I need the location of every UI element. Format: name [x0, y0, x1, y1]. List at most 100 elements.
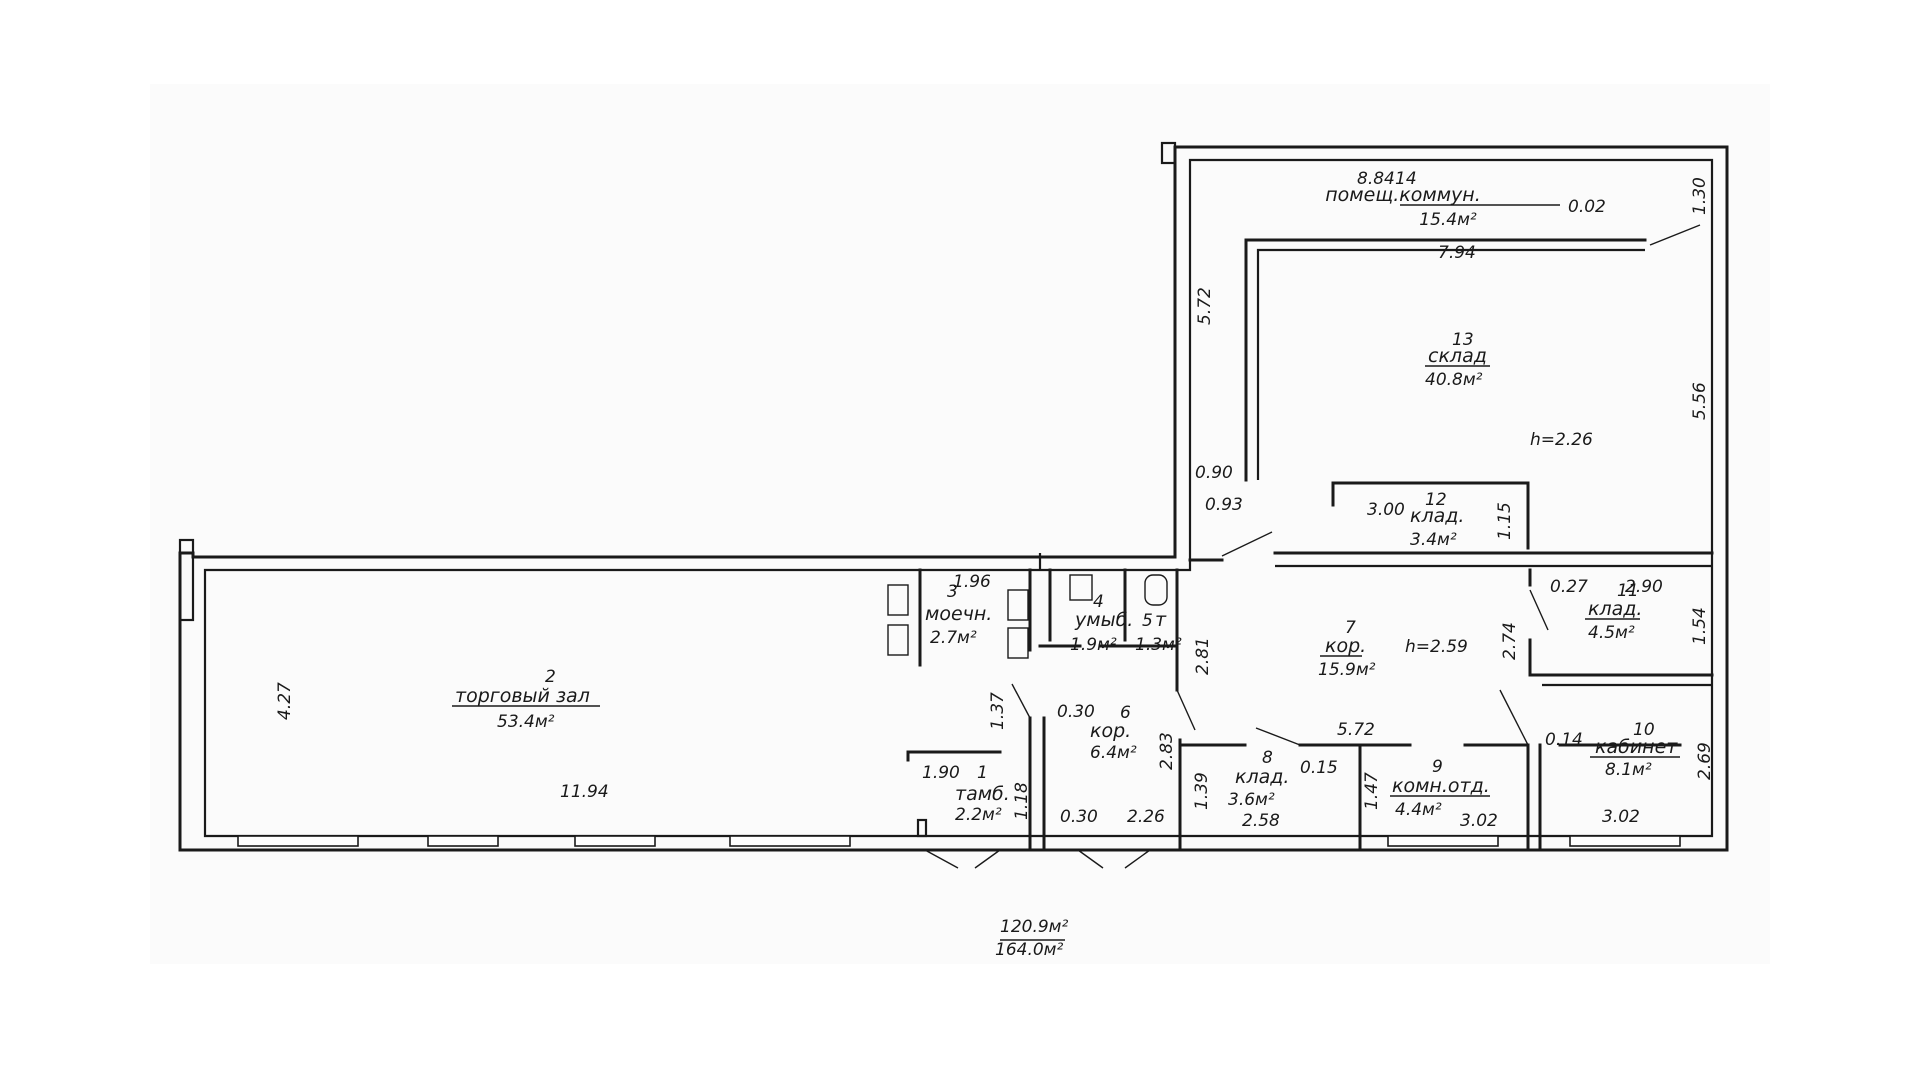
dim-3-02-b: 3.02 [1602, 807, 1640, 827]
room-10-number: 10 [1633, 720, 1655, 740]
door-corridor-7 [1176, 689, 1196, 731]
entrance-door-1 [924, 849, 1001, 869]
dim-1-18: 1.18 [1012, 782, 1032, 820]
dim-1-15: 1.15 [1495, 502, 1515, 540]
dim-0-30-bottom: 0.30 [1060, 807, 1098, 827]
walls [178, 141, 1729, 869]
totals: 120.9м² 164.0м² [995, 917, 1068, 960]
door-room-8 [1255, 727, 1301, 746]
dim-5-72-horiz: 5.72 [1337, 720, 1375, 740]
closet-11-wall [1528, 568, 1714, 677]
room-2-area: 53.4м² [497, 712, 555, 732]
left-pillar [178, 538, 195, 622]
room-12-number: 12 [1425, 490, 1447, 510]
room-14-name: помещ.коммун. [1325, 184, 1480, 206]
height-corridor: h=2.59 [1405, 637, 1468, 657]
dim-3-02-a: 3.02 [1460, 811, 1498, 831]
room-5-area: 1.3м² [1135, 635, 1182, 655]
room-14-area: 15.4м² [1419, 210, 1477, 230]
dim-1-96: 1.96 [953, 572, 991, 592]
outer-wall-inner-face [203, 158, 1714, 838]
label-underlines [452, 204, 1680, 941]
dim-5-56: 5.56 [1690, 382, 1710, 420]
vestibule-top [906, 750, 1002, 762]
room-13-number: 13 [1452, 330, 1474, 350]
room-5-number: 5 [1142, 611, 1153, 631]
room-6-area: 6.4м² [1090, 743, 1137, 763]
dim-2-81: 2.81 [1193, 637, 1213, 675]
window-1 [237, 835, 359, 847]
window-5 [1387, 835, 1499, 847]
dim-0-30-top: 0.30 [1057, 702, 1095, 722]
dim-5-72-vert: 5.72 [1195, 287, 1215, 325]
dim-2-90: 2.90 [1625, 577, 1663, 597]
room-8-name: клад. [1235, 766, 1289, 788]
drawing-sheet [150, 84, 1770, 964]
door-room-11 [1529, 589, 1549, 631]
partition-room-14 [1244, 238, 1647, 482]
dim-0-90: 0.90 [1195, 463, 1233, 483]
room-11-number: 11 [1617, 581, 1639, 601]
door-room-9 [1499, 689, 1529, 746]
window-2 [427, 835, 499, 847]
dim-0-15: 0.15 [1300, 758, 1338, 778]
room-2-name: торговый зал [455, 685, 590, 707]
dim-0-02: 0.02 [1568, 197, 1606, 217]
room-8-area: 3.6м² [1228, 790, 1275, 810]
room-10-area: 8.1м² [1605, 760, 1652, 780]
sink-icons [887, 574, 1168, 659]
room-labels: 2 торговый зал 53.4м² 1 тамб. 2.2м² 3 мо… [455, 169, 1678, 825]
room-1-area: 2.2м² [955, 805, 1002, 825]
room-4-name: умыб. [1074, 609, 1133, 631]
room-12-name: клад. [1410, 505, 1464, 527]
dim-3-00: 3.00 [1367, 500, 1405, 520]
room-6-number: 6 [1120, 703, 1131, 723]
total-living-area: 120.9м² [1000, 917, 1068, 937]
room-10-name: кабинет [1595, 736, 1678, 758]
dim-11-94: 11.94 [560, 782, 609, 802]
room-8-number: 8 [1262, 748, 1273, 768]
dim-2-74: 2.74 [1500, 622, 1520, 660]
dim-7-94: 7.94 [1438, 243, 1476, 263]
door-room-14 [1649, 224, 1701, 246]
total-area: 164.0м² [995, 940, 1063, 960]
room-7-number: 7 [1345, 618, 1356, 638]
room-6-name: кор. [1090, 720, 1131, 742]
room-4-area: 1.9м² [1070, 635, 1117, 655]
room-5-name: т [1155, 609, 1167, 631]
dim-2-83: 2.83 [1157, 732, 1177, 770]
dim-1-30: 1.30 [1690, 177, 1710, 215]
dim-8-84: 8.84 [1357, 169, 1395, 189]
closet-12-wall [1331, 481, 1530, 507]
room-4-number: 4 [1093, 592, 1104, 612]
room-7-name: кор. [1325, 635, 1366, 657]
room-3-area: 2.7м² [930, 628, 977, 648]
dim-0-93: 0.93 [1205, 495, 1243, 515]
room-9-area: 4.4м² [1395, 800, 1442, 820]
window-3 [574, 835, 656, 847]
dim-2-58: 2.58 [1242, 811, 1280, 831]
top-pillar [1160, 141, 1177, 165]
dim-4-27: 4.27 [275, 682, 295, 720]
room-1-number: 1 [977, 763, 988, 783]
dim-1-90: 1.90 [922, 763, 960, 783]
dim-2-26: 2.26 [1127, 807, 1165, 827]
room-12-area: 3.4м² [1410, 530, 1457, 550]
dim-0-14: 0.14 [1545, 730, 1583, 750]
dim-2-69: 2.69 [1695, 742, 1715, 780]
dimension-labels: 8.84 0.02 1.30 7.94 5.72 5.56 0.90 0.93 … [275, 169, 1715, 831]
room-14-number: 14 [1395, 169, 1417, 189]
partition-room-14-inner [1256, 248, 1645, 480]
window-6 [1569, 835, 1681, 847]
outer-wall [178, 145, 1729, 852]
room-9-number: 9 [1432, 757, 1443, 777]
dim-0-27: 0.27 [1550, 577, 1588, 597]
height-warehouse: h=2.26 [1530, 430, 1593, 450]
dim-1-39: 1.39 [1192, 772, 1212, 810]
room-11-name: клад. [1588, 598, 1642, 620]
room-7-area: 15.9м² [1318, 660, 1376, 680]
room-3-number: 3 [947, 582, 958, 602]
room-11-area: 4.5м² [1588, 623, 1635, 643]
door-corridor-6 [1011, 683, 1031, 719]
